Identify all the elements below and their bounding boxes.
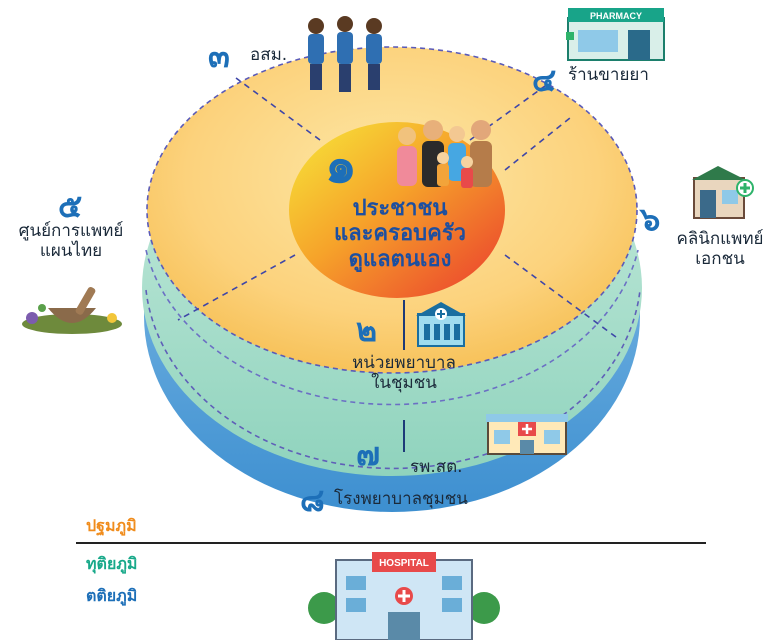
item3-label: อสม. — [250, 45, 288, 65]
item8-label: โรงพยาบาลชุมชน — [334, 489, 468, 509]
item2-line-2: ในชุมชน — [371, 372, 437, 393]
center-line-2: และครอบครัว — [333, 221, 467, 247]
legend-divider — [76, 542, 706, 544]
item8-numeral: ๘ — [300, 481, 325, 519]
volunteers-icon — [308, 16, 382, 92]
item5-numeral: ๕ — [58, 187, 83, 225]
center-line-3: ดูแลตนเอง — [348, 246, 452, 272]
item5-line-2: แผนไทย — [39, 240, 103, 261]
legend-tertiary: ตติยภูมิ — [86, 586, 138, 605]
item6-line-1: คลินิกแพทย์ — [676, 229, 764, 249]
hospital-icon: HOSPITAL — [308, 552, 500, 640]
center-numeral: ๑ — [325, 136, 357, 194]
legend-secondary: ทุติยภูมิ — [86, 554, 138, 573]
item4-numeral: ๔ — [532, 61, 557, 99]
family-icon — [397, 120, 492, 188]
item6-label: คลินิกแพทย์ เอกชน — [668, 229, 772, 269]
center-line-1: ประชาชน — [352, 196, 448, 221]
item6-numeral: ๖ — [640, 200, 661, 238]
item5-line-1: ศูนย์การแพทย์ — [18, 221, 124, 241]
legend-primary: ปฐมภูมิ — [86, 516, 137, 535]
item7-numeral: ๗ — [356, 435, 381, 473]
hospital-sign: HOSPITAL — [379, 558, 429, 569]
item2-line-1: หน่วยพยาบาล — [352, 353, 456, 373]
item5-label: ศูนย์การแพทย์ แผนไทย — [6, 221, 136, 261]
item4-label: ร้านขายยา — [568, 65, 649, 85]
item2-numeral: ๒ — [356, 311, 378, 349]
pharmacy-sign: PHARMACY — [590, 11, 642, 21]
item2-label: หน่วยพยาบาล ในชุมชน — [334, 353, 474, 393]
health-unit-icon — [416, 302, 466, 347]
clinic-icon — [692, 166, 754, 219]
center-title: ประชาชน และครอบครัว ดูแลตนเอง — [305, 196, 495, 272]
item6-line-2: เอกชน — [695, 248, 745, 269]
herb-mortar-icon — [22, 286, 122, 334]
item3-numeral: ๓ — [208, 37, 230, 75]
pharmacy-icon: PHARMACY — [566, 8, 665, 61]
health-center-icon — [486, 414, 568, 455]
item7-label: รพ.สต. — [410, 457, 463, 477]
